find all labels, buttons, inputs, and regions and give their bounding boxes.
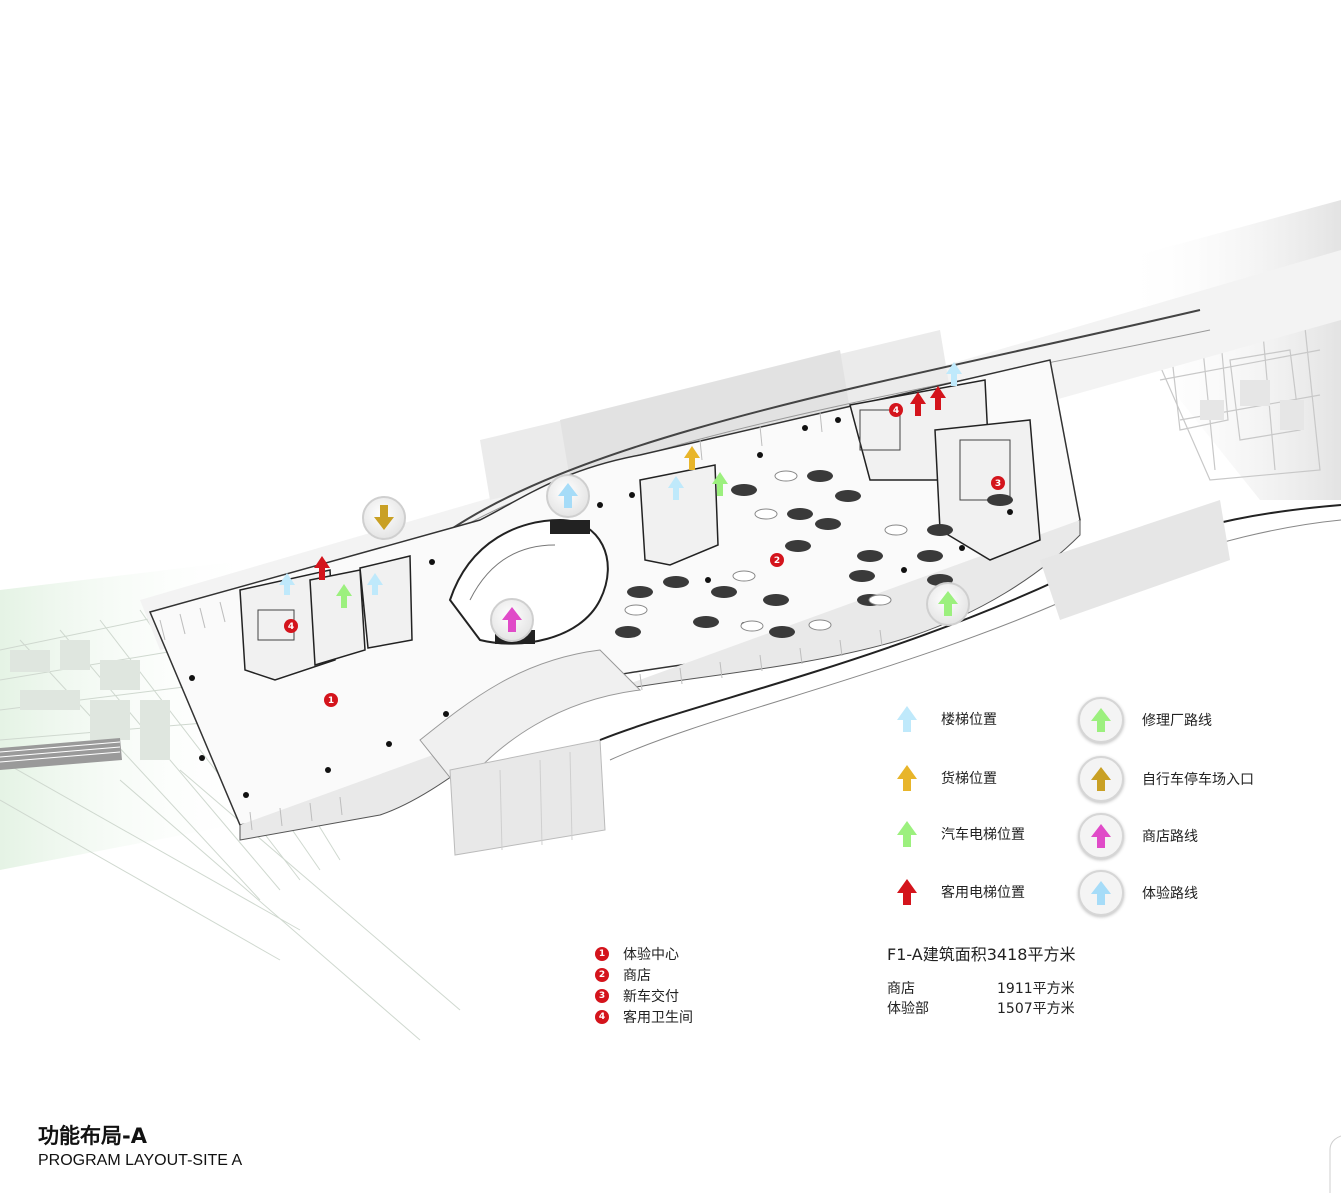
area-row-experience: 体验部 1507平方米 <box>887 998 1075 1018</box>
arrow-up-icon <box>893 762 921 794</box>
experience-route-badge <box>546 474 590 518</box>
legend-car-elevator: 汽车电梯位置 <box>893 818 1025 850</box>
area-value: 1911平方米 <box>997 981 1075 997</box>
legend-repair-route: 修理厂路线 <box>1078 697 1212 743</box>
freight-arrow <box>684 446 700 470</box>
lower-structure <box>449 500 1341 856</box>
page-subtitle: PROGRAM LAYOUT-SITE A <box>38 1152 243 1169</box>
num-legend-item: 1 体验中心 <box>595 944 679 964</box>
num-legend-label: 新车交付 <box>623 989 679 1005</box>
num-legend-item: 4 客用卫生间 <box>595 1007 693 1027</box>
num-legend-item: 2 商店 <box>595 965 651 985</box>
svg-text:4: 4 <box>893 406 899 416</box>
circled-arrow-up-icon <box>1078 697 1124 743</box>
legend-bike-entrance: 自行车停车场入口 <box>1078 756 1254 802</box>
num-legend-label: 体验中心 <box>623 947 679 963</box>
area-value: 1507平方米 <box>997 1001 1075 1017</box>
legend-label: 楼梯位置 <box>941 712 997 728</box>
num-legend-item: 3 新车交付 <box>595 986 679 1006</box>
guest-elevator-arrow-3 <box>930 386 946 410</box>
number-badge: 2 <box>595 968 609 982</box>
svg-text:2: 2 <box>774 556 780 566</box>
parked-cars <box>615 470 1013 638</box>
legend-label: 自行车停车场入口 <box>1142 772 1254 788</box>
num-legend-label: 商店 <box>623 968 651 984</box>
legend-label: 货梯位置 <box>941 771 997 787</box>
area-name: 体验部 <box>887 1001 929 1017</box>
route-badges <box>362 474 970 642</box>
legend-label: 体验路线 <box>1142 886 1198 902</box>
arrow-up-icon <box>893 876 921 908</box>
building-cores <box>239 379 1041 681</box>
marker-shop: 2 <box>770 553 784 567</box>
circled-arrow-up-icon <box>1078 756 1124 802</box>
number-badge: 4 <box>595 1010 609 1024</box>
bike-entrance-badge <box>362 496 406 540</box>
circled-arrow-up-icon <box>1078 870 1124 916</box>
legend-shop-route: 商店路线 <box>1078 813 1198 859</box>
num-legend-label: 客用卫生间 <box>623 1010 693 1026</box>
circled-arrow-up-icon <box>1078 813 1124 859</box>
area-title: F1-A建筑面积3418平方米 <box>887 945 1076 964</box>
legend-freight: 货梯位置 <box>893 762 997 794</box>
legend-label: 客用电梯位置 <box>941 885 1025 901</box>
stair-arrow-2 <box>367 573 383 595</box>
number-badge: 1 <box>595 947 609 961</box>
legend-label: 修理厂路线 <box>1142 713 1212 729</box>
svg-text:3: 3 <box>995 479 1001 489</box>
guest-elevator-arrow-2 <box>910 392 926 416</box>
guest-elevator-arrow-1 <box>314 556 330 580</box>
shop-route-badge <box>490 598 534 642</box>
stair-arrow-1 <box>279 573 295 595</box>
marker-experience-center: 1 <box>324 693 338 707</box>
plan-number-markers: 1 2 3 4 4 <box>284 403 1005 707</box>
plan-arrows <box>279 362 962 608</box>
car-elevator-arrow-2 <box>712 472 728 496</box>
legend-guest-elevator: 客用电梯位置 <box>893 876 1025 908</box>
arrow-up-icon <box>893 703 921 735</box>
legend-experience-route: 体验路线 <box>1078 870 1198 916</box>
marker-restroom-1: 4 <box>284 619 298 633</box>
car-elevator-arrow-1 <box>336 584 352 608</box>
legend-stair: 楼梯位置 <box>893 703 997 735</box>
page-title: 功能布局-A <box>38 1124 147 1148</box>
central-ramp <box>419 518 642 791</box>
repair-route-badge <box>926 582 970 626</box>
legend-label: 汽车电梯位置 <box>941 827 1025 843</box>
corner-mark <box>1329 1135 1341 1193</box>
svg-text:4: 4 <box>288 622 294 632</box>
marker-delivery: 3 <box>991 476 1005 490</box>
stair-arrow-3 <box>668 476 684 500</box>
legend-label: 商店路线 <box>1142 829 1198 845</box>
area-row-shop: 商店 1911平方米 <box>887 978 1075 998</box>
stair-arrow-4 <box>946 362 962 386</box>
marker-restroom-2: 4 <box>889 403 903 417</box>
arrow-up-icon <box>893 818 921 850</box>
number-badge: 3 <box>595 989 609 1003</box>
svg-text:1: 1 <box>328 696 334 706</box>
area-name: 商店 <box>887 981 915 997</box>
